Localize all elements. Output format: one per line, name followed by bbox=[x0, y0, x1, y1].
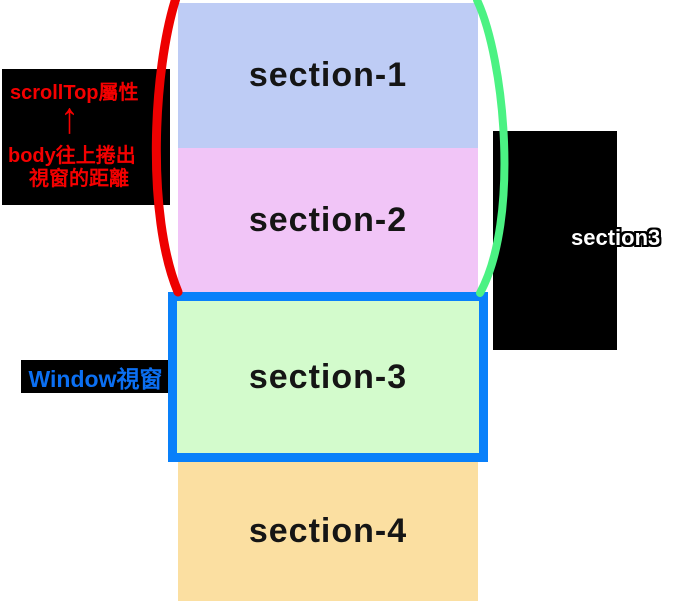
section3-annotation-box bbox=[493, 131, 617, 350]
section-4-label: section-4 bbox=[248, 512, 408, 550]
section-3-label: section-3 bbox=[248, 357, 408, 396]
scrolltop-annotation-box: scrollTop屬性 ↑ body往上捲出 視窗的距離 bbox=[2, 69, 170, 205]
section-2-label: section-2 bbox=[248, 200, 408, 239]
window-viewport-box: section-3 bbox=[168, 292, 488, 462]
section-2-block: section-2 bbox=[178, 148, 478, 292]
scrolltop-description-line2: 視窗的距離 bbox=[29, 168, 129, 190]
scrolltop-title: scrollTop屬性 bbox=[10, 82, 139, 104]
section-1-block: section-1 bbox=[178, 3, 478, 148]
section-4-block: section-4 bbox=[178, 462, 478, 601]
up-arrow-icon: ↑ bbox=[60, 94, 79, 143]
section3-annotation-label: section3 bbox=[571, 225, 661, 250]
scrolltop-description-line1: body往上捲出 bbox=[8, 145, 136, 167]
window-label: Window視窗 bbox=[28, 365, 163, 392]
window-label-box: Window視窗 bbox=[21, 360, 170, 393]
section-1-label: section-1 bbox=[248, 56, 408, 94]
